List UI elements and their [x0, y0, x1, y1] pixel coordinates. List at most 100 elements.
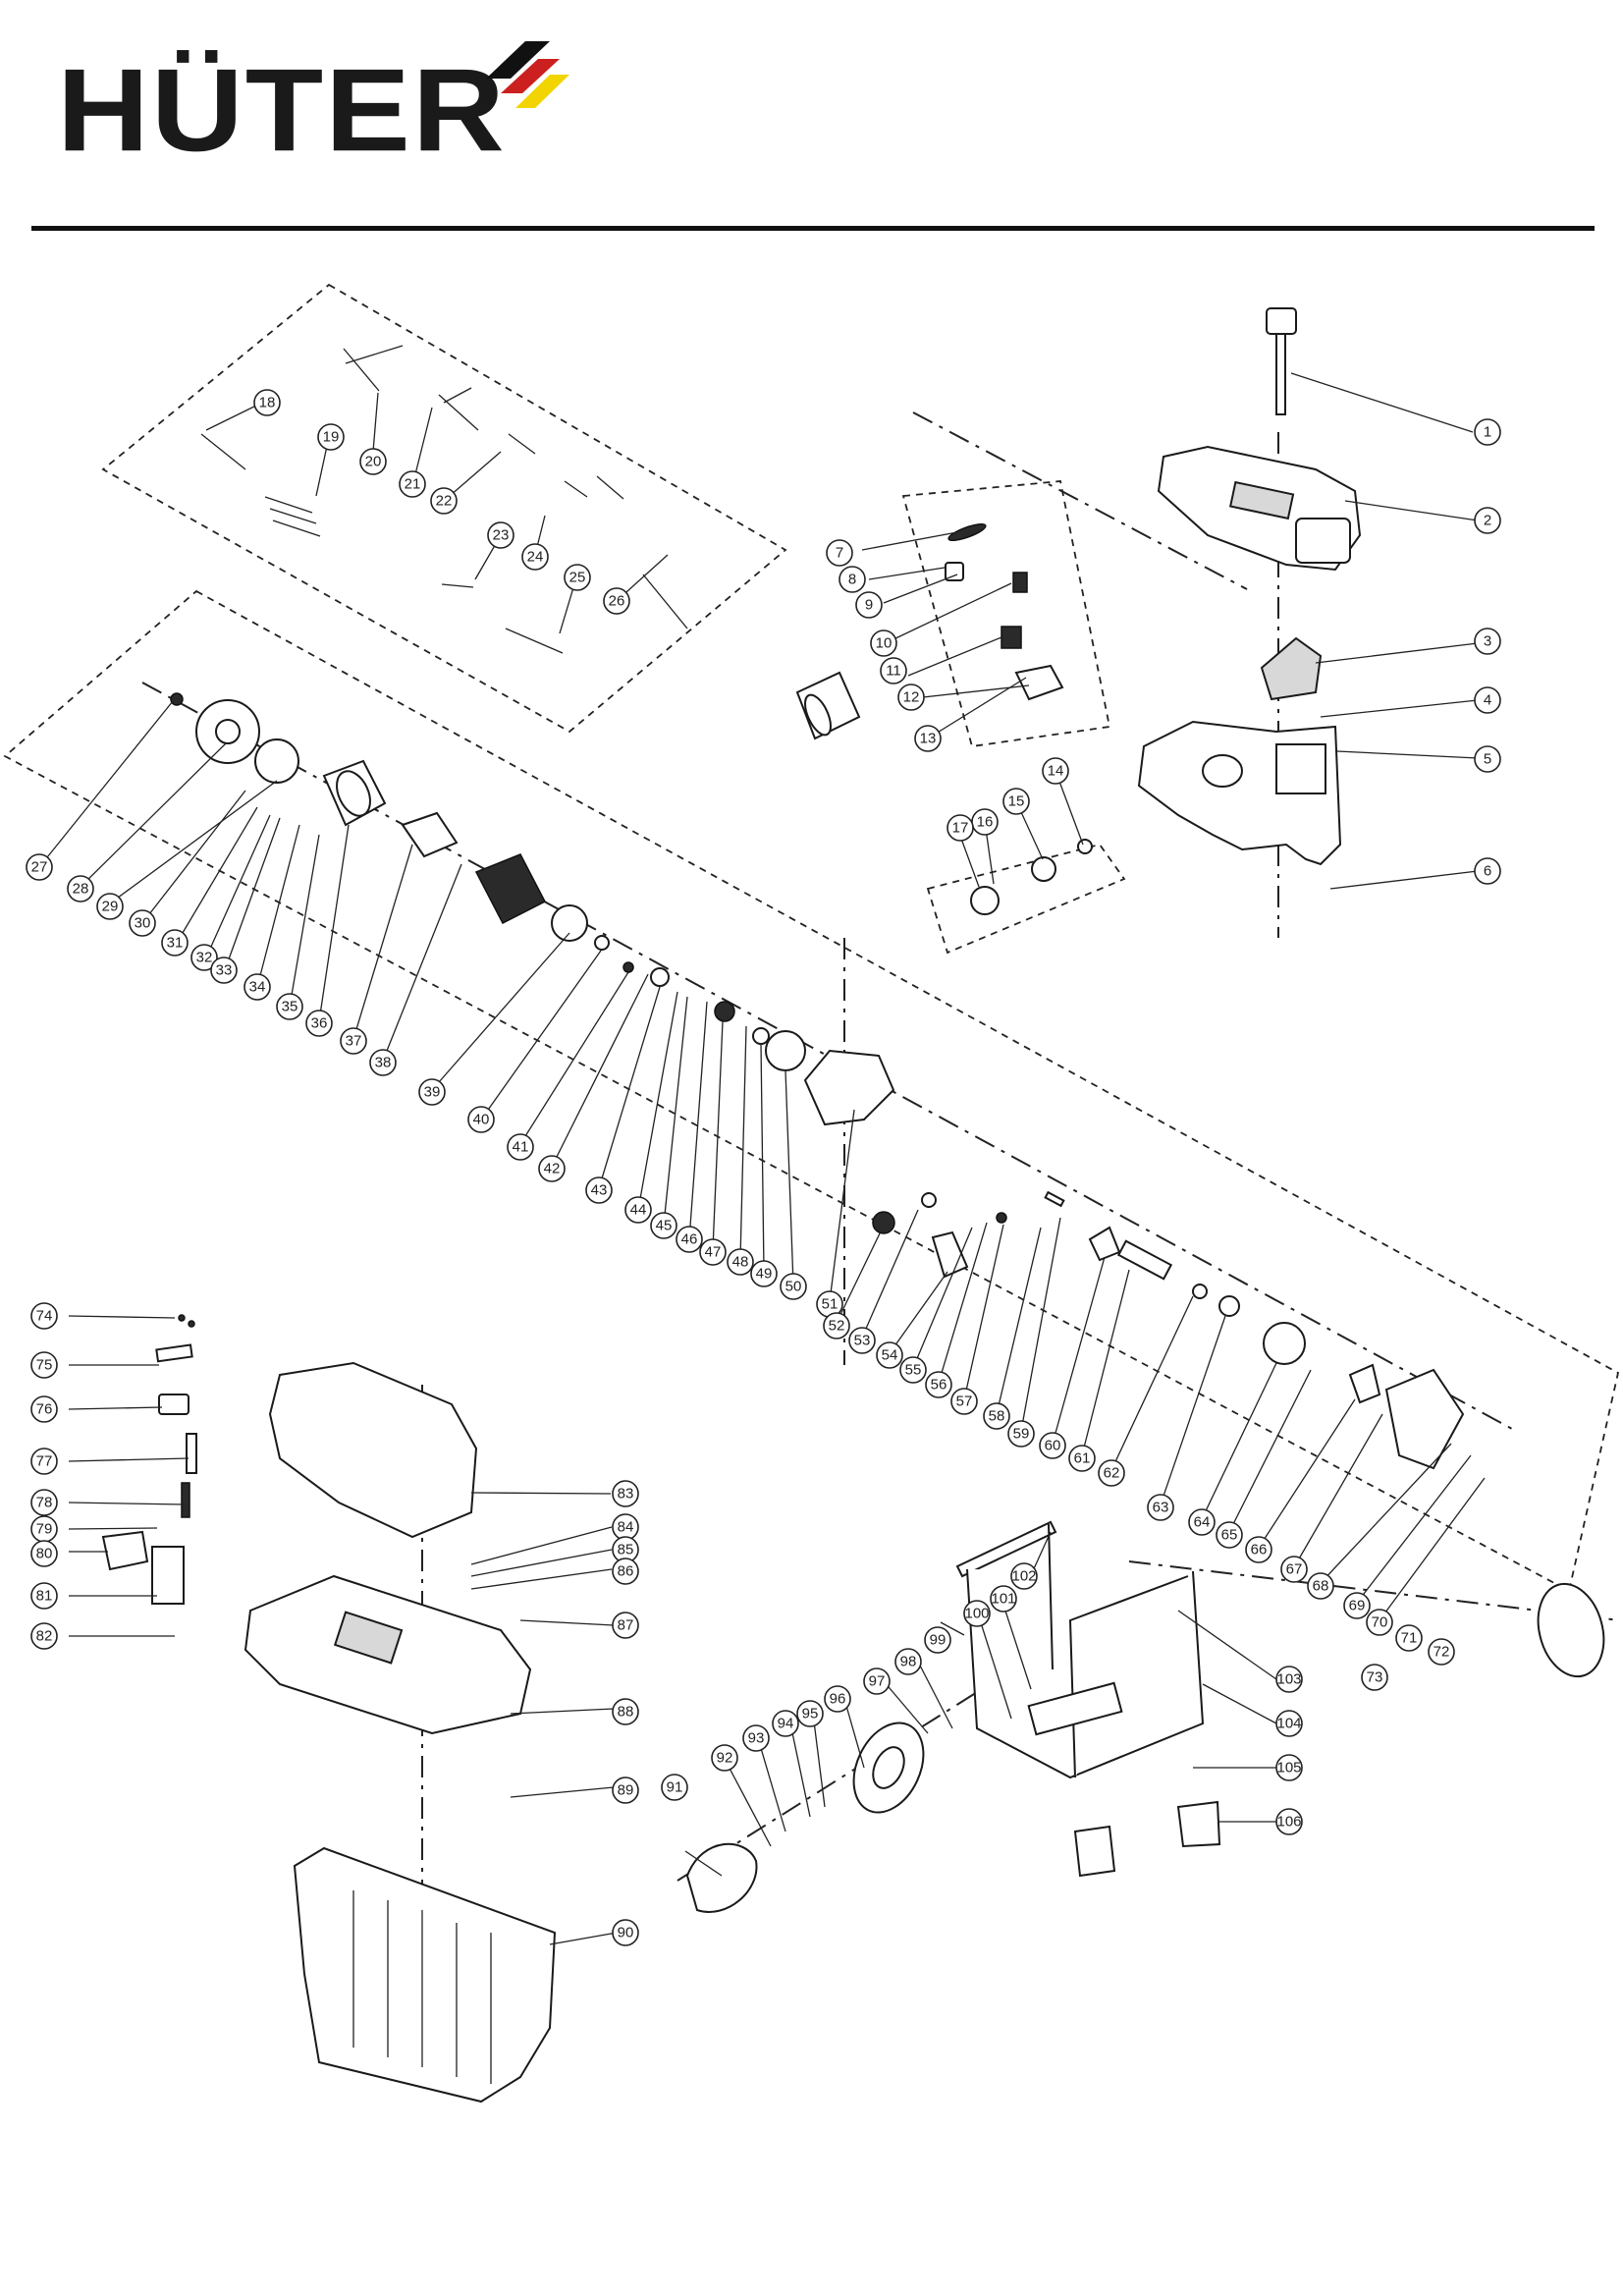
callout-41: 41 — [507, 1133, 534, 1161]
callout-2: 2 — [1474, 507, 1501, 534]
callout-label: 76 — [36, 1401, 53, 1418]
cover-70-part — [1384, 1368, 1465, 1470]
callout-54: 54 — [876, 1341, 903, 1369]
callout-16: 16 — [971, 808, 999, 836]
callout-53: 53 — [848, 1327, 876, 1354]
callout-label: 51 — [822, 1296, 839, 1313]
callout-56: 56 — [925, 1371, 952, 1398]
callout-17: 17 — [947, 814, 974, 842]
callout-70: 70 — [1366, 1609, 1393, 1636]
callout-106: 106 — [1275, 1808, 1303, 1835]
callout-59: 59 — [1007, 1420, 1035, 1448]
callout-label: 100 — [964, 1606, 989, 1622]
callout-73: 73 — [1361, 1664, 1388, 1691]
housing-38-part — [474, 853, 547, 925]
callout-43: 43 — [585, 1176, 613, 1204]
brand-logo-flag-icon — [486, 41, 569, 108]
callout-5: 5 — [1474, 745, 1501, 773]
callout-8: 8 — [839, 566, 866, 593]
callout-44: 44 — [624, 1196, 652, 1224]
callout-label: 81 — [36, 1588, 53, 1605]
callout-label: 93 — [748, 1730, 765, 1747]
exploded-parts-diagram: 1234567891011121314151617181920212223242… — [3, 283, 1621, 2104]
callout-50: 50 — [780, 1273, 807, 1300]
callout-label: 13 — [920, 731, 937, 747]
callout-7: 7 — [826, 539, 853, 567]
callout-31: 31 — [161, 929, 189, 957]
foot-106b-part — [1073, 1825, 1116, 1878]
callout-65: 65 — [1216, 1521, 1243, 1549]
callout-100: 100 — [963, 1600, 991, 1627]
callout-35: 35 — [276, 993, 303, 1020]
callout-61: 61 — [1068, 1445, 1096, 1472]
callout-93: 93 — [742, 1724, 770, 1752]
switch-part — [1012, 572, 1028, 593]
callout-label: 45 — [656, 1218, 673, 1234]
callout-label: 30 — [135, 915, 151, 932]
callout-88: 88 — [612, 1698, 639, 1725]
callout-38: 38 — [369, 1049, 397, 1076]
switch-cover-part — [947, 522, 987, 542]
callout-label: 71 — [1401, 1630, 1418, 1647]
callout-79: 79 — [30, 1515, 58, 1543]
callout-label: 44 — [630, 1202, 647, 1219]
callout-label: 19 — [323, 429, 340, 446]
wheel-rear-part — [1537, 1582, 1605, 1678]
callout-label: 28 — [73, 881, 89, 898]
cam-63-part — [1088, 1226, 1121, 1262]
callout-label: 66 — [1251, 1542, 1268, 1558]
callout-102: 102 — [1010, 1562, 1038, 1590]
callout-label: 53 — [854, 1333, 871, 1349]
callout-105: 105 — [1275, 1754, 1303, 1781]
bearing-15-part — [1031, 856, 1056, 882]
callout-label: 17 — [952, 820, 969, 837]
switch-button-part — [945, 562, 964, 581]
callout-label: 87 — [618, 1617, 634, 1634]
callout-label: 97 — [869, 1673, 886, 1690]
callout-69: 69 — [1343, 1592, 1371, 1619]
callout-label: 70 — [1372, 1614, 1388, 1631]
circlip-17-part — [970, 886, 1000, 915]
header-divider — [31, 226, 1595, 231]
callout-label: 95 — [802, 1706, 819, 1722]
callout-label: 85 — [618, 1542, 634, 1558]
callout-label: 59 — [1013, 1426, 1030, 1443]
callout-20: 20 — [359, 448, 387, 475]
collection-bin-90-part — [293, 1846, 557, 2104]
callout-label: 73 — [1367, 1669, 1383, 1686]
callout-label: 26 — [609, 593, 625, 610]
callout-label: 48 — [732, 1254, 749, 1271]
callout-39: 39 — [418, 1078, 446, 1106]
gearbox-52-part — [803, 1049, 895, 1126]
callout-label: 94 — [778, 1716, 794, 1732]
callout-67: 67 — [1280, 1556, 1308, 1583]
blade-disc-67-part — [1263, 1322, 1306, 1365]
callout-label: 46 — [681, 1231, 698, 1248]
callout-68: 68 — [1307, 1572, 1334, 1600]
callout-82: 82 — [30, 1622, 58, 1650]
callout-71: 71 — [1395, 1624, 1423, 1652]
end-plate-69-part — [1348, 1363, 1381, 1404]
callout-label: 33 — [216, 962, 233, 979]
gear-53-part — [872, 1211, 895, 1234]
callout-57: 57 — [950, 1388, 978, 1415]
callout-label: 77 — [36, 1453, 53, 1470]
callout-label: 104 — [1276, 1716, 1301, 1732]
callout-label: 89 — [618, 1782, 634, 1799]
callout-83: 83 — [612, 1480, 639, 1507]
callout-66: 66 — [1245, 1536, 1272, 1563]
callout-label: 1 — [1484, 424, 1491, 441]
callout-51: 51 — [816, 1290, 843, 1318]
callout-label: 25 — [569, 570, 586, 586]
pusher-part — [1266, 307, 1297, 415]
callout-87: 87 — [612, 1612, 639, 1639]
callout-label: 40 — [473, 1112, 490, 1128]
callout-32: 32 — [190, 944, 218, 971]
callout-label: 2 — [1484, 513, 1491, 529]
callout-9: 9 — [855, 591, 883, 619]
callout-label: 86 — [618, 1563, 634, 1580]
callout-4: 4 — [1474, 686, 1501, 714]
callout-label: 103 — [1276, 1671, 1301, 1688]
callout-6: 6 — [1474, 857, 1501, 885]
callout-11: 11 — [880, 657, 907, 684]
